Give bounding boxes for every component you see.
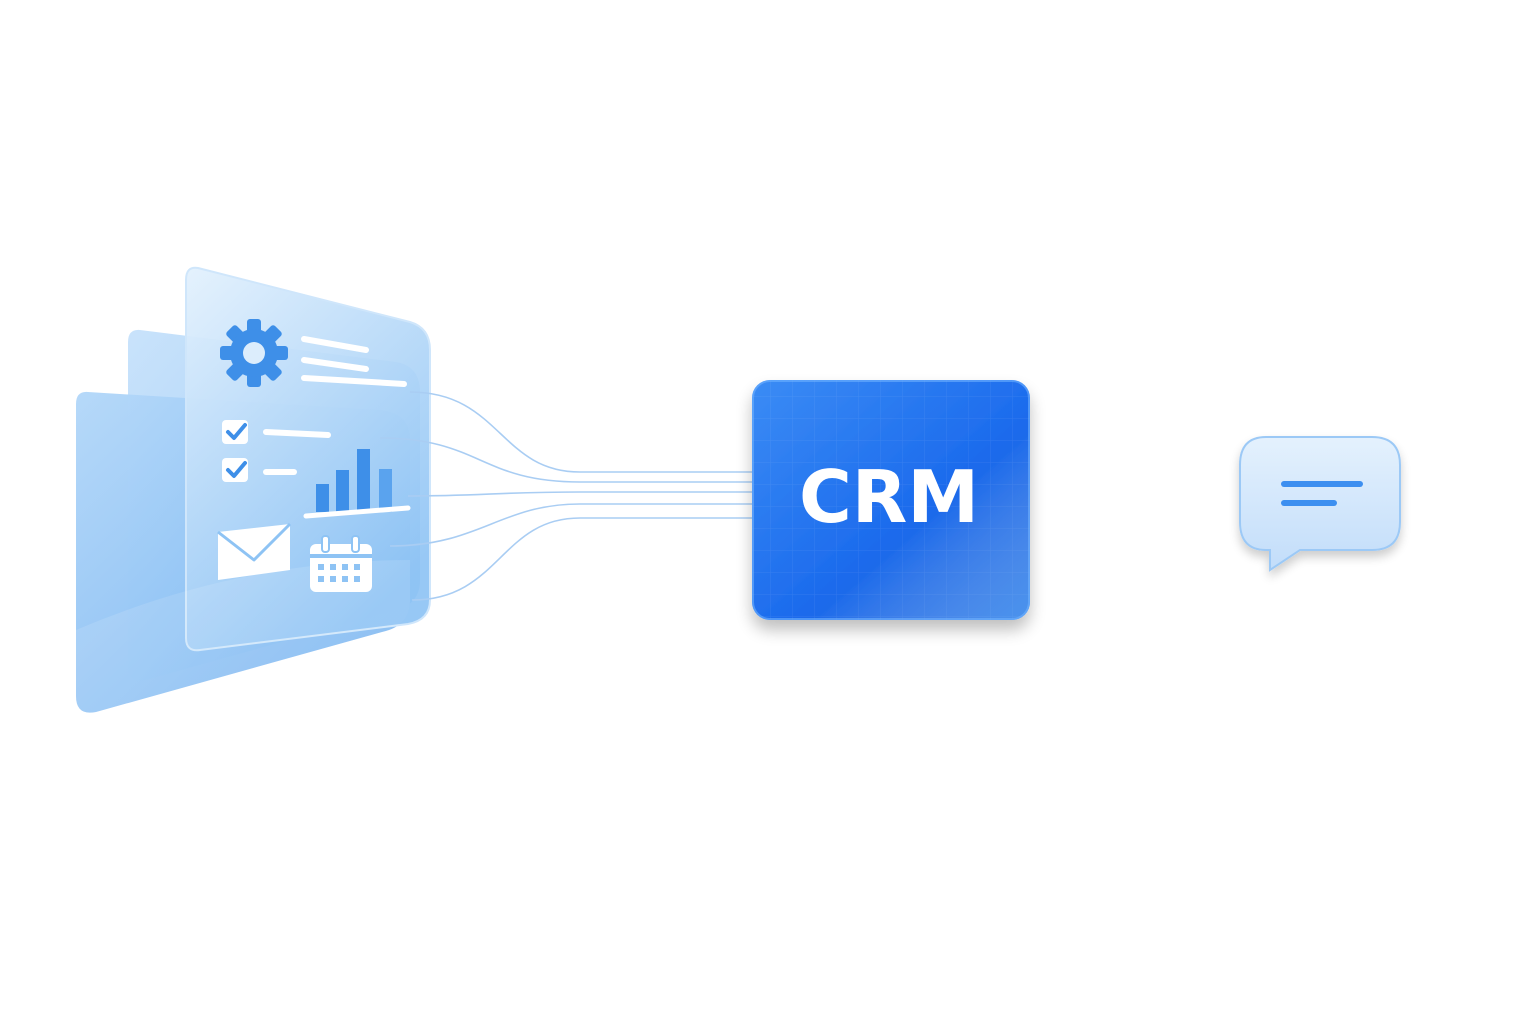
gear-icon [220,319,288,387]
chat-bubble-icon [1239,436,1401,572]
connector-line [409,391,752,473]
connector-line [389,503,752,547]
connector-line [411,517,752,601]
gear-text-lines [301,336,407,387]
bar-chart-icon [303,449,411,519]
connector-line [407,491,752,497]
calendar-icon [310,535,372,592]
checkbox-icon [222,420,248,444]
panel-reflection [76,560,410,713]
connector-line [379,437,752,483]
crm-label: CRM [799,455,979,539]
checkbox-icon [222,458,248,482]
checklist-line [263,429,331,438]
crm-box [752,380,1030,620]
envelope-icon [217,522,292,580]
connector-lines [379,391,752,601]
